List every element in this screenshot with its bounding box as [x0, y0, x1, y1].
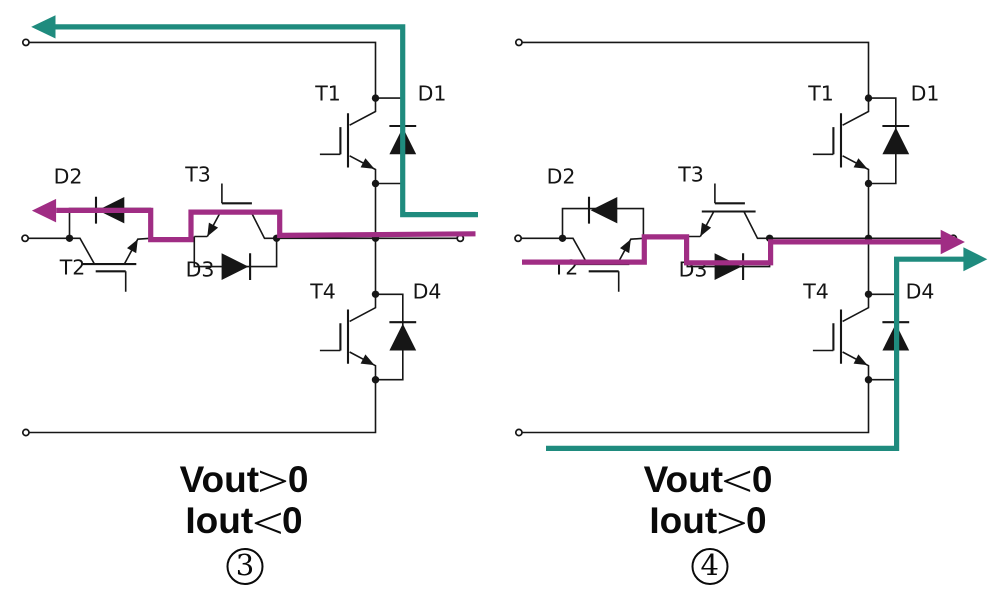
- caption-right-line2: Iout>0: [649, 498, 767, 548]
- flow-right-teal-path: [546, 256, 964, 451]
- flow-right-teal-arrowhead: [963, 247, 988, 272]
- label-t4: T4: [309, 280, 336, 304]
- caption-left-line2: Iout<0: [185, 498, 303, 548]
- flow-right-purple-path: [522, 234, 942, 266]
- label-d4: D4: [906, 280, 935, 304]
- flow-left-teal-path: [55, 24, 478, 218]
- label-d1: D1: [418, 82, 447, 106]
- circuit-right: [513, 38, 958, 437]
- label-d2: D2: [547, 165, 576, 189]
- label-d3: D3: [186, 258, 215, 282]
- label-t1: T1: [807, 82, 834, 106]
- labels-left: T1 D1 D2 T3 T2 D3 T4 D4: [54, 82, 447, 304]
- label-t2: T2: [59, 256, 86, 280]
- label-t3: T3: [677, 163, 704, 187]
- flow-right-purple-arrowhead: [940, 229, 965, 255]
- label-t1: T1: [314, 82, 341, 106]
- label-d4: D4: [413, 280, 442, 304]
- label-d1: D1: [911, 82, 940, 106]
- labels-right: T1 D1 D2 T3 T2 D3 T4 D4: [547, 82, 940, 304]
- circuit-left: [20, 38, 465, 437]
- flow-paths: [31, 15, 988, 451]
- flow-left-purple-arrowhead: [31, 198, 57, 223]
- label-t2: T2: [552, 256, 579, 280]
- caption-left-number: 3: [226, 547, 264, 585]
- flow-left-teal-arrowhead: [31, 15, 56, 39]
- flow-left-purple-path: [56, 207, 476, 243]
- label-d2: D2: [54, 165, 83, 189]
- label-t4: T4: [802, 280, 829, 304]
- caption-left-line1: Vout>0: [179, 457, 309, 506]
- caption-right-line1: Vout<0: [643, 457, 773, 506]
- caption-right-number: 4: [691, 547, 729, 585]
- label-t3: T3: [184, 163, 211, 187]
